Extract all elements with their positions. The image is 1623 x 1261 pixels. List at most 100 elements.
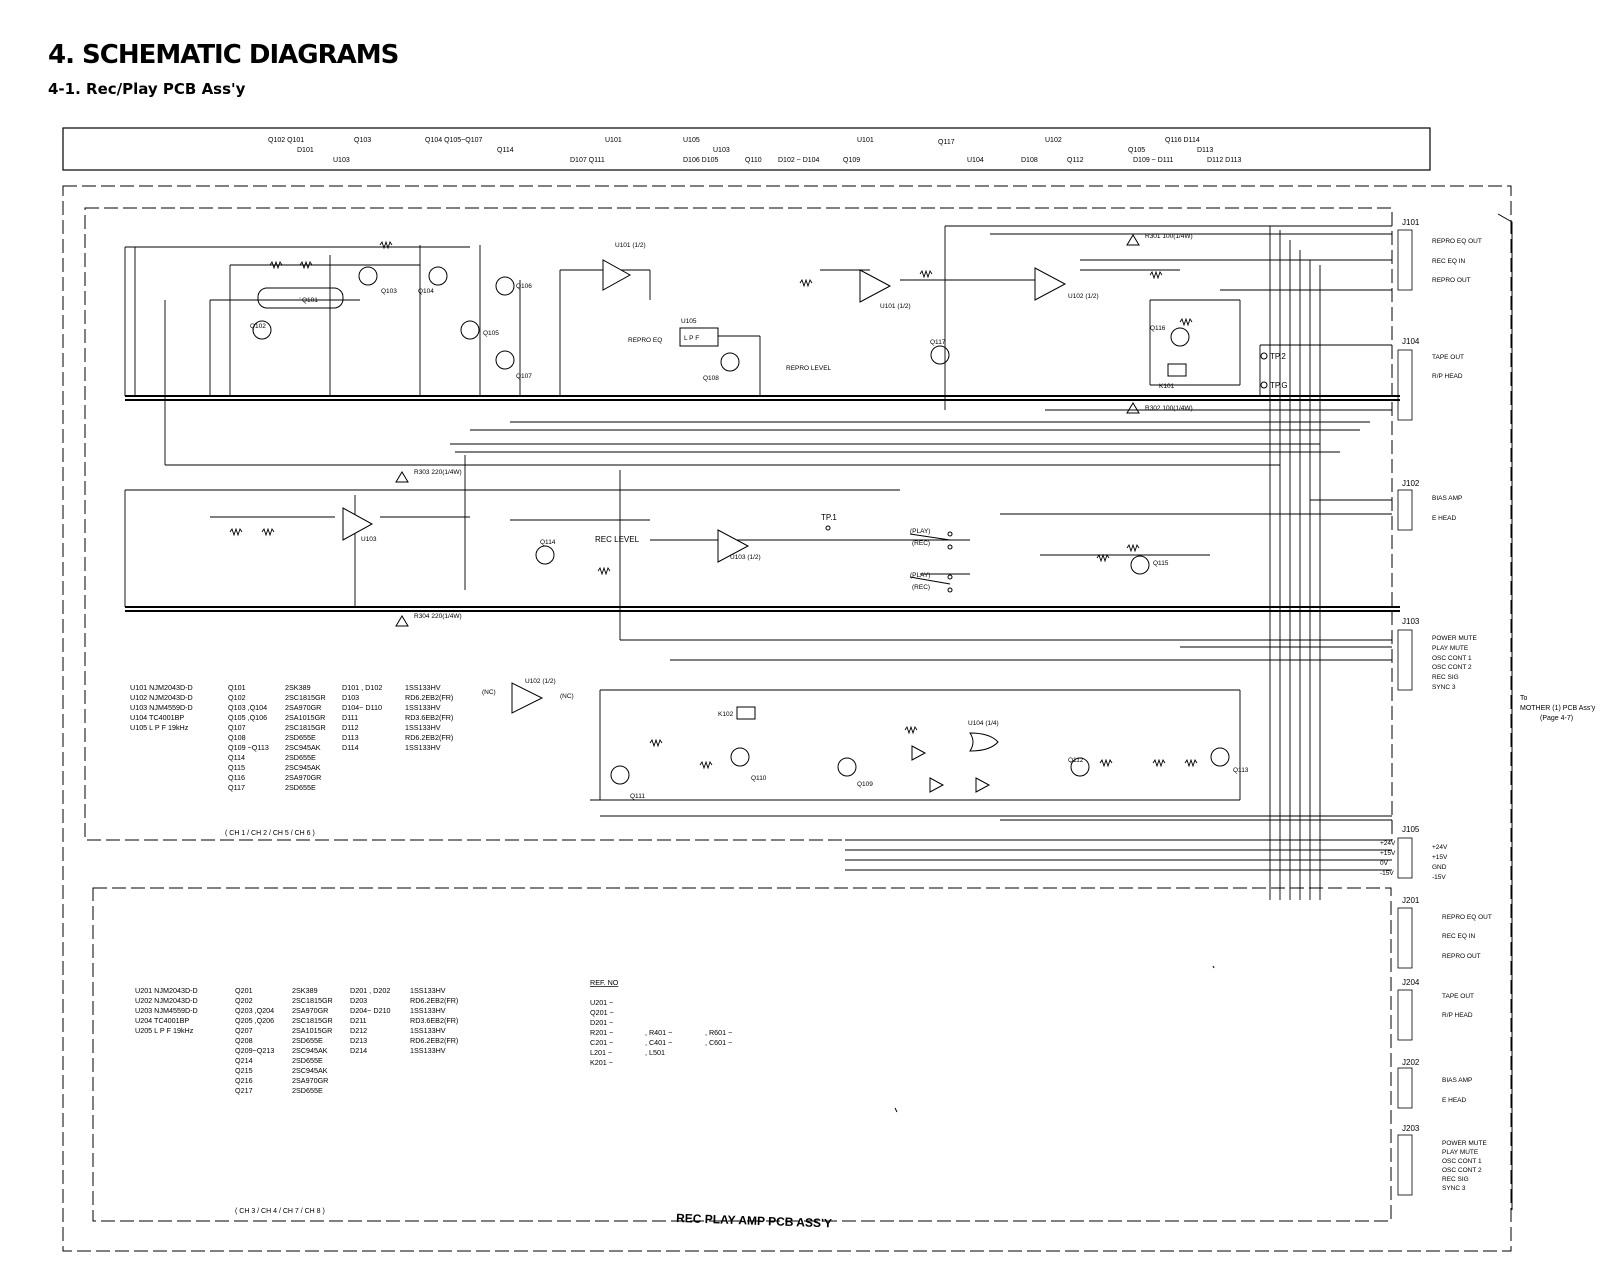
board-outline-outer bbox=[62, 185, 1512, 1252]
svg-text:U103 (1/2): U103 (1/2) bbox=[730, 554, 761, 561]
svg-text:PLAY MUTE: PLAY MUTE bbox=[1442, 1149, 1479, 1156]
svg-text:Q105 ,Q106: Q105 ,Q106 bbox=[228, 713, 267, 722]
svg-text:Q115: Q115 bbox=[228, 763, 245, 772]
svg-text:Q103: Q103 bbox=[381, 288, 397, 295]
q108 bbox=[720, 352, 740, 372]
q115 bbox=[1130, 555, 1150, 575]
svg-text:RD6.2EB2(FR): RD6.2EB2(FR) bbox=[405, 693, 453, 702]
svg-text:REC SIG: REC SIG bbox=[1442, 1176, 1469, 1183]
page-title: 4. SCHEMATIC DIAGRAMS bbox=[48, 40, 399, 70]
svg-text:D201 ~: D201 ~ bbox=[590, 1018, 613, 1027]
svg-text:2SC1815GR: 2SC1815GR bbox=[292, 996, 333, 1005]
svg-text:Q115: Q115 bbox=[1153, 560, 1169, 567]
svg-text:Q107: Q107 bbox=[516, 373, 532, 380]
hdr-q117: Q117 bbox=[938, 139, 955, 146]
svg-text:Q101: Q101 bbox=[302, 297, 318, 304]
svg-text:Q114: Q114 bbox=[228, 753, 245, 762]
svg-text:REPRO LEVEL: REPRO LEVEL bbox=[786, 365, 832, 372]
svg-text:J204: J204 bbox=[1402, 978, 1420, 987]
svg-text:REC EQ IN: REC EQ IN bbox=[1432, 258, 1466, 265]
svg-text:U102 (1/2): U102 (1/2) bbox=[1068, 293, 1099, 300]
power-rails bbox=[125, 395, 1400, 612]
svg-text:1SS133HV: 1SS133HV bbox=[410, 1006, 446, 1015]
svg-text:RD3.6EB2(FR): RD3.6EB2(FR) bbox=[410, 1016, 458, 1025]
header-row2: D101 Q114 U103 D113 bbox=[297, 147, 1213, 154]
svg-text:U205 L P F 19kHz: U205 L P F 19kHz bbox=[135, 1026, 194, 1035]
mother-ref: To MOTHER (1) PCB Ass'y (Page 4-7) bbox=[1520, 695, 1596, 722]
svg-text:(NC): (NC) bbox=[482, 689, 496, 696]
svg-text:(PLAY): (PLAY) bbox=[910, 572, 930, 579]
svg-text:Q114: Q114 bbox=[540, 539, 556, 546]
svg-text:2SA970GR: 2SA970GR bbox=[292, 1076, 328, 1085]
svg-text:(Page 4-7): (Page 4-7) bbox=[1540, 715, 1573, 722]
svg-text:1SS133HV: 1SS133HV bbox=[410, 986, 446, 995]
svg-text:U101 NJM2043D-D: U101 NJM2043D-D bbox=[130, 683, 193, 692]
q104 bbox=[428, 266, 448, 286]
u101a bbox=[602, 259, 632, 291]
svg-text:Q214: Q214 bbox=[235, 1056, 253, 1065]
svg-text:Q101: Q101 bbox=[228, 683, 246, 692]
svg-text:J105: J105 bbox=[1402, 825, 1420, 834]
svg-text:Q117: Q117 bbox=[930, 339, 946, 346]
q110 bbox=[730, 747, 750, 767]
footer-board-name: REC PLAY AMP PCB ASS'Y bbox=[676, 1211, 832, 1230]
svg-text:OSC CONT 2: OSC CONT 2 bbox=[1432, 664, 1472, 671]
q117 bbox=[930, 345, 950, 365]
svg-text:J203: J203 bbox=[1402, 1124, 1420, 1133]
hdr-q103: Q103 bbox=[354, 137, 371, 144]
board-outline-lower bbox=[92, 887, 1392, 1222]
svg-text:MOTHER (1) PCB Ass'y: MOTHER (1) PCB Ass'y bbox=[1520, 705, 1596, 712]
warning-triangles bbox=[395, 234, 1140, 627]
svg-text:D113: D113 bbox=[342, 733, 359, 742]
svg-text:Q106: Q106 bbox=[516, 283, 532, 290]
svg-text:U103: U103 bbox=[361, 536, 377, 543]
u105-lpf bbox=[679, 327, 719, 347]
u104-inv-b bbox=[911, 745, 927, 761]
hdr-u101b: U101 bbox=[857, 137, 874, 144]
svg-text:2SD655E: 2SD655E bbox=[292, 1086, 323, 1095]
test-points bbox=[825, 352, 1268, 531]
upper-labels: Q101 Q102 Q103 Q104 Q105 Q106 Q107 Q108 … bbox=[250, 233, 1249, 800]
tpg-pin bbox=[1260, 381, 1268, 389]
q106 bbox=[495, 276, 515, 296]
svg-text:OSC CONT 1: OSC CONT 1 bbox=[1442, 1158, 1482, 1165]
svg-text:U202 NJM2043D-D: U202 NJM2043D-D bbox=[135, 996, 198, 1005]
svg-text:RD6.2EB2(FR): RD6.2EB2(FR) bbox=[410, 996, 458, 1005]
svg-text:To: To bbox=[1520, 695, 1528, 702]
svg-text:Q201: Q201 bbox=[235, 986, 253, 995]
svg-text:U102 (1/2): U102 (1/2) bbox=[525, 678, 556, 685]
svg-text:D112: D112 bbox=[342, 723, 359, 732]
svg-text:TP.G: TP.G bbox=[1270, 381, 1288, 390]
svg-text:Q116: Q116 bbox=[1150, 325, 1166, 332]
parts-table-upper: U101 NJM2043D-D U102 NJM2043D-D U103 NJM… bbox=[130, 683, 453, 792]
hdr-d102: D102 ~ D104 bbox=[778, 157, 820, 164]
u102-inset bbox=[511, 682, 544, 714]
svg-text:-15V: -15V bbox=[1380, 870, 1394, 877]
svg-text:Q112: Q112 bbox=[1068, 757, 1084, 764]
k102 bbox=[736, 706, 756, 720]
q102 bbox=[252, 320, 272, 340]
svg-text:Q107: Q107 bbox=[228, 723, 246, 732]
svg-text:RD3.6EB2(FR): RD3.6EB2(FR) bbox=[405, 713, 453, 722]
svg-text:U201 ~: U201 ~ bbox=[590, 998, 613, 1007]
svg-text:J201: J201 bbox=[1402, 896, 1420, 905]
svg-text:2SA1015GR: 2SA1015GR bbox=[285, 713, 325, 722]
svg-text:U104 TC4001BP: U104 TC4001BP bbox=[130, 713, 184, 722]
connector-pin-boxes bbox=[1397, 229, 1413, 1196]
q112 bbox=[1070, 757, 1090, 777]
svg-text:2SC1815GR: 2SC1815GR bbox=[285, 723, 326, 732]
logic-gates bbox=[911, 732, 999, 793]
svg-text:Q110: Q110 bbox=[751, 775, 767, 782]
tp1-pin bbox=[825, 525, 831, 531]
svg-text:R302 100(1/4W): R302 100(1/4W) bbox=[1145, 405, 1193, 412]
svg-text:D104~ D110: D104~ D110 bbox=[342, 703, 382, 712]
svg-text:REPRO OUT: REPRO OUT bbox=[1432, 277, 1471, 284]
hdr-q104: Q104 Q105~Q107 bbox=[425, 137, 483, 144]
svg-text:(PLAY): (PLAY) bbox=[910, 528, 930, 535]
svg-text:U101 (1/2): U101 (1/2) bbox=[880, 303, 911, 310]
svg-text:1SS133HV: 1SS133HV bbox=[410, 1026, 446, 1035]
svg-text:1SS133HV: 1SS133HV bbox=[405, 743, 441, 752]
q114 bbox=[535, 545, 555, 565]
svg-text:(NC): (NC) bbox=[560, 693, 574, 700]
svg-text:L P F: L P F bbox=[684, 335, 699, 342]
